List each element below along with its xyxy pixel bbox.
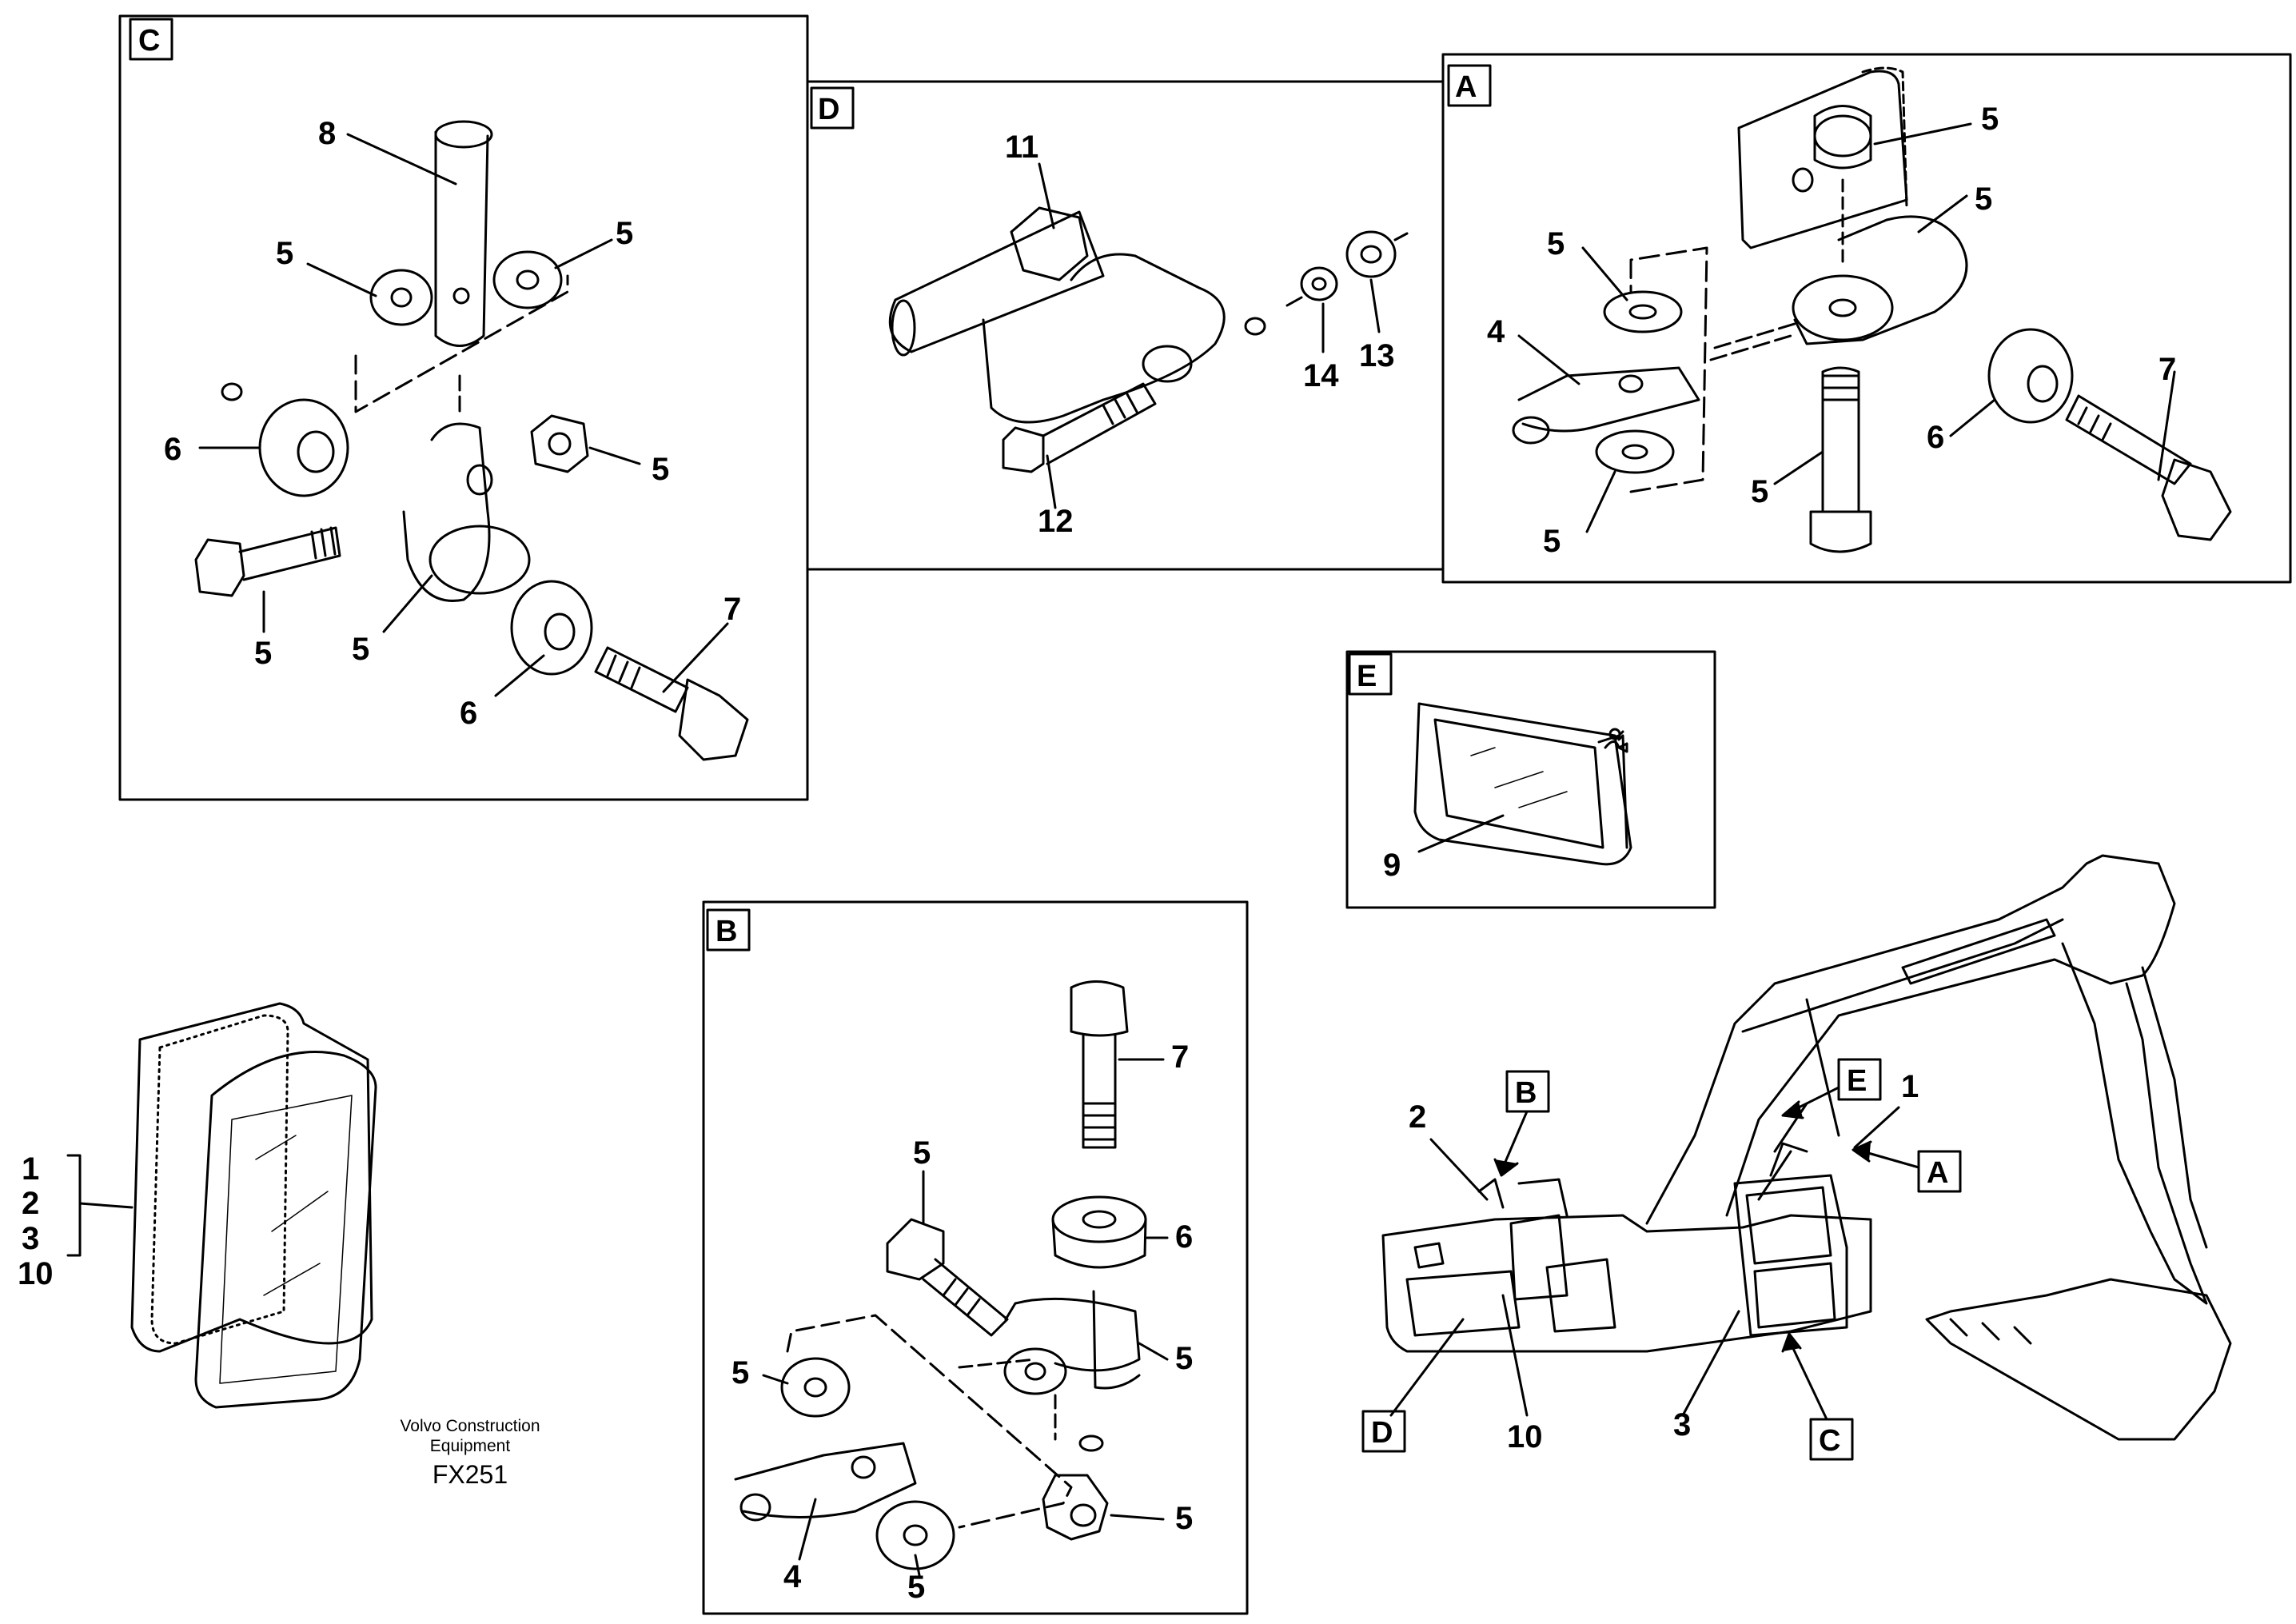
panel-b-tag [706,908,751,952]
machine-label-3: 3 [1673,1407,1691,1442]
panel-b-frame [702,900,1249,1615]
lamp-label-10: 10 [18,1256,54,1291]
panel-c-label-5c: 5 [652,452,669,487]
panel-c [118,14,809,801]
callout-d-letter: D [1371,1416,1393,1450]
panel-d [806,80,1445,571]
work-lamp [66,1002,377,1409]
panel-e-letter: E [1357,660,1377,693]
panel-b [702,900,1249,1615]
panel-b-label-5e: 5 [1175,1501,1193,1536]
panel-c-tag [129,18,173,61]
panel-a-label-4: 4 [1487,314,1505,349]
panel-a-label-5a: 5 [1981,102,1999,137]
panel-b-label-5c: 5 [1175,1341,1193,1376]
panel-d-label-12: 12 [1038,504,1074,539]
caption-line-1: Volvo Construction [400,1417,540,1435]
panel-e-frame [1345,650,1716,909]
lamp-label-2: 2 [22,1186,39,1221]
machine-label-10: 10 [1507,1419,1543,1454]
panel-b-label-5b: 5 [731,1355,749,1391]
panel-c-letter: C [138,24,160,58]
panel-a [1441,53,2292,584]
panel-d-label-11: 11 [1005,130,1038,165]
panel-c-label-5d: 5 [254,636,272,671]
caption-line-2: Equipment [430,1437,511,1455]
panel-c-label-6a: 6 [164,432,181,467]
machine-label-2: 2 [1409,1099,1426,1135]
panel-a-label-5c: 5 [1975,182,1992,217]
panel-b-label-7: 7 [1171,1039,1189,1075]
panel-b-label-6: 6 [1175,1219,1193,1255]
machine-label-1: 1 [1901,1069,1919,1104]
panel-d-label-13: 13 [1359,338,1395,373]
panel-d-label-14: 14 [1303,358,1339,393]
panel-c-label-7: 7 [723,592,741,627]
panel-b-label-5a: 5 [913,1135,931,1171]
panel-e-label-9: 9 [1383,848,1401,883]
panel-a-label-5e: 5 [1543,524,1561,559]
lamp-label-3: 3 [22,1221,39,1256]
panel-e-tag [1348,652,1393,696]
panel-e [1345,650,1716,909]
panel-a-label-7: 7 [2158,352,2176,387]
panel-c-label-5a: 5 [276,236,293,271]
callout-c-tag [1809,1418,1854,1461]
panel-c-label-6b: 6 [460,696,477,731]
panel-a-tag [1447,64,1492,107]
panel-d-tag [810,86,855,130]
callout-a-letter: A [1927,1156,1948,1190]
caption-code: FX251 [432,1460,508,1489]
callout-b-letter: B [1515,1076,1537,1110]
callout-e-letter: E [1847,1064,1867,1098]
callout-a-tag [1917,1150,1962,1193]
panel-b-label-4: 4 [783,1559,802,1594]
panel-d-frame [806,80,1445,571]
panel-a-label-6: 6 [1927,420,1944,455]
callout-d-tag [1361,1410,1406,1453]
panel-a-frame [1441,53,2292,584]
panel-a-label-5b: 5 [1547,226,1565,261]
panel-a-label-5d: 5 [1751,474,1768,509]
callout-c-letter: C [1819,1424,1840,1458]
panel-c-label-5e: 5 [352,632,369,667]
panel-c-label-5b: 5 [616,216,633,251]
panel-c-label-8: 8 [318,116,336,151]
panel-c-frame [118,14,809,801]
panel-b-label-5d: 5 [907,1570,925,1605]
panel-b-letter: B [716,915,737,948]
excavator-illustration [1361,854,2232,1461]
panel-d-letter: D [818,93,839,126]
lamp-label-1: 1 [22,1151,39,1187]
callout-e-tag [1837,1058,1882,1101]
panel-a-letter: A [1455,70,1477,104]
